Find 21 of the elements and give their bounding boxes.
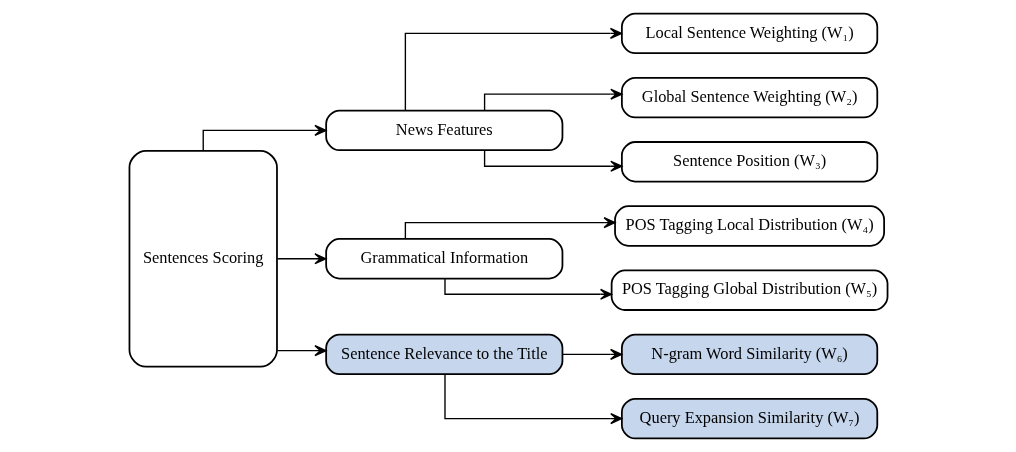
arrow <box>483 88 622 111</box>
node-box: Global Sentence Weighting (W₂) <box>620 76 878 119</box>
node-box: POS Tagging Global Distribution (W₅) <box>610 269 888 311</box>
node-box: News Features <box>324 109 563 152</box>
node-box: Local Sentence Weighting (W₁) <box>620 12 878 55</box>
arrow <box>404 27 622 111</box>
node-box: Query Expansion Similarity (W₇) <box>620 397 878 440</box>
arrow <box>443 277 612 300</box>
node-box: Sentence Position (W₃) <box>620 141 878 183</box>
arrow <box>276 345 327 357</box>
node-box: POS Tagging Local Distribution (W₄) <box>613 205 885 247</box>
arrow <box>202 124 327 152</box>
node-box: Grammatical Information <box>324 238 563 280</box>
arrow <box>404 217 616 240</box>
arrow <box>483 149 622 172</box>
arrow <box>561 348 622 360</box>
arrow <box>443 373 622 425</box>
node-box: Sentences Scoring <box>128 150 278 368</box>
node-box: Sentence Relevance to the Title <box>324 333 563 376</box>
arrow <box>276 253 327 265</box>
node-box: N-gram Word Similarity (W₆) <box>620 333 878 376</box>
